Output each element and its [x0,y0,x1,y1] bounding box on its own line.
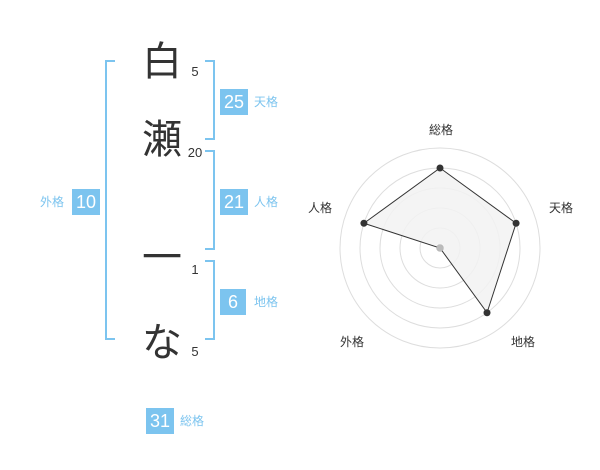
chikaku-bracket [205,260,215,340]
radar-axis-label-soukaku: 総格 [429,122,453,137]
radar-point-5 [360,219,368,227]
radar-point-1 [436,164,444,172]
soukaku-label: 総格 [180,414,205,428]
radar-center-dot [436,244,444,252]
name-char-1: 白 [142,39,182,85]
radar-axis-label-jinkaku: 人格 [308,200,332,215]
radar-axis-label-chikaku: 地格 [511,334,535,349]
stroke-count-2: 20 [187,145,203,160]
stroke-count-1: 5 [191,64,199,79]
gaikaku-bracket [105,60,115,340]
stroke-count-3: 1 [191,262,199,277]
radar-point-3 [483,309,491,317]
gaikaku-value: 10 [72,189,100,215]
tenkaku-bracket [205,60,215,140]
chikaku-label: 地格 [254,295,279,309]
soukaku-value: 31 [146,408,174,434]
stroke-count-4: 5 [191,344,199,359]
radar-point-2 [512,219,520,227]
tenkaku-value: 25 [220,89,248,115]
radar-axis-label-gaikaku: 外格 [340,334,364,349]
name-char-2: 瀬 [142,117,182,163]
name-char-4: な [142,320,182,366]
jinkaku-value: 21 [220,189,248,215]
radar-axis-label-tenkaku: 天格 [549,200,573,215]
tenkaku-label: 天格 [254,95,279,109]
name-char-3: 一 [142,235,182,281]
jinkaku-label: 人格 [254,195,279,209]
gaikaku-label: 外格 [40,195,65,209]
radar-area [362,167,517,314]
chikaku-value: 6 [220,289,246,315]
jinkaku-bracket [205,150,215,250]
